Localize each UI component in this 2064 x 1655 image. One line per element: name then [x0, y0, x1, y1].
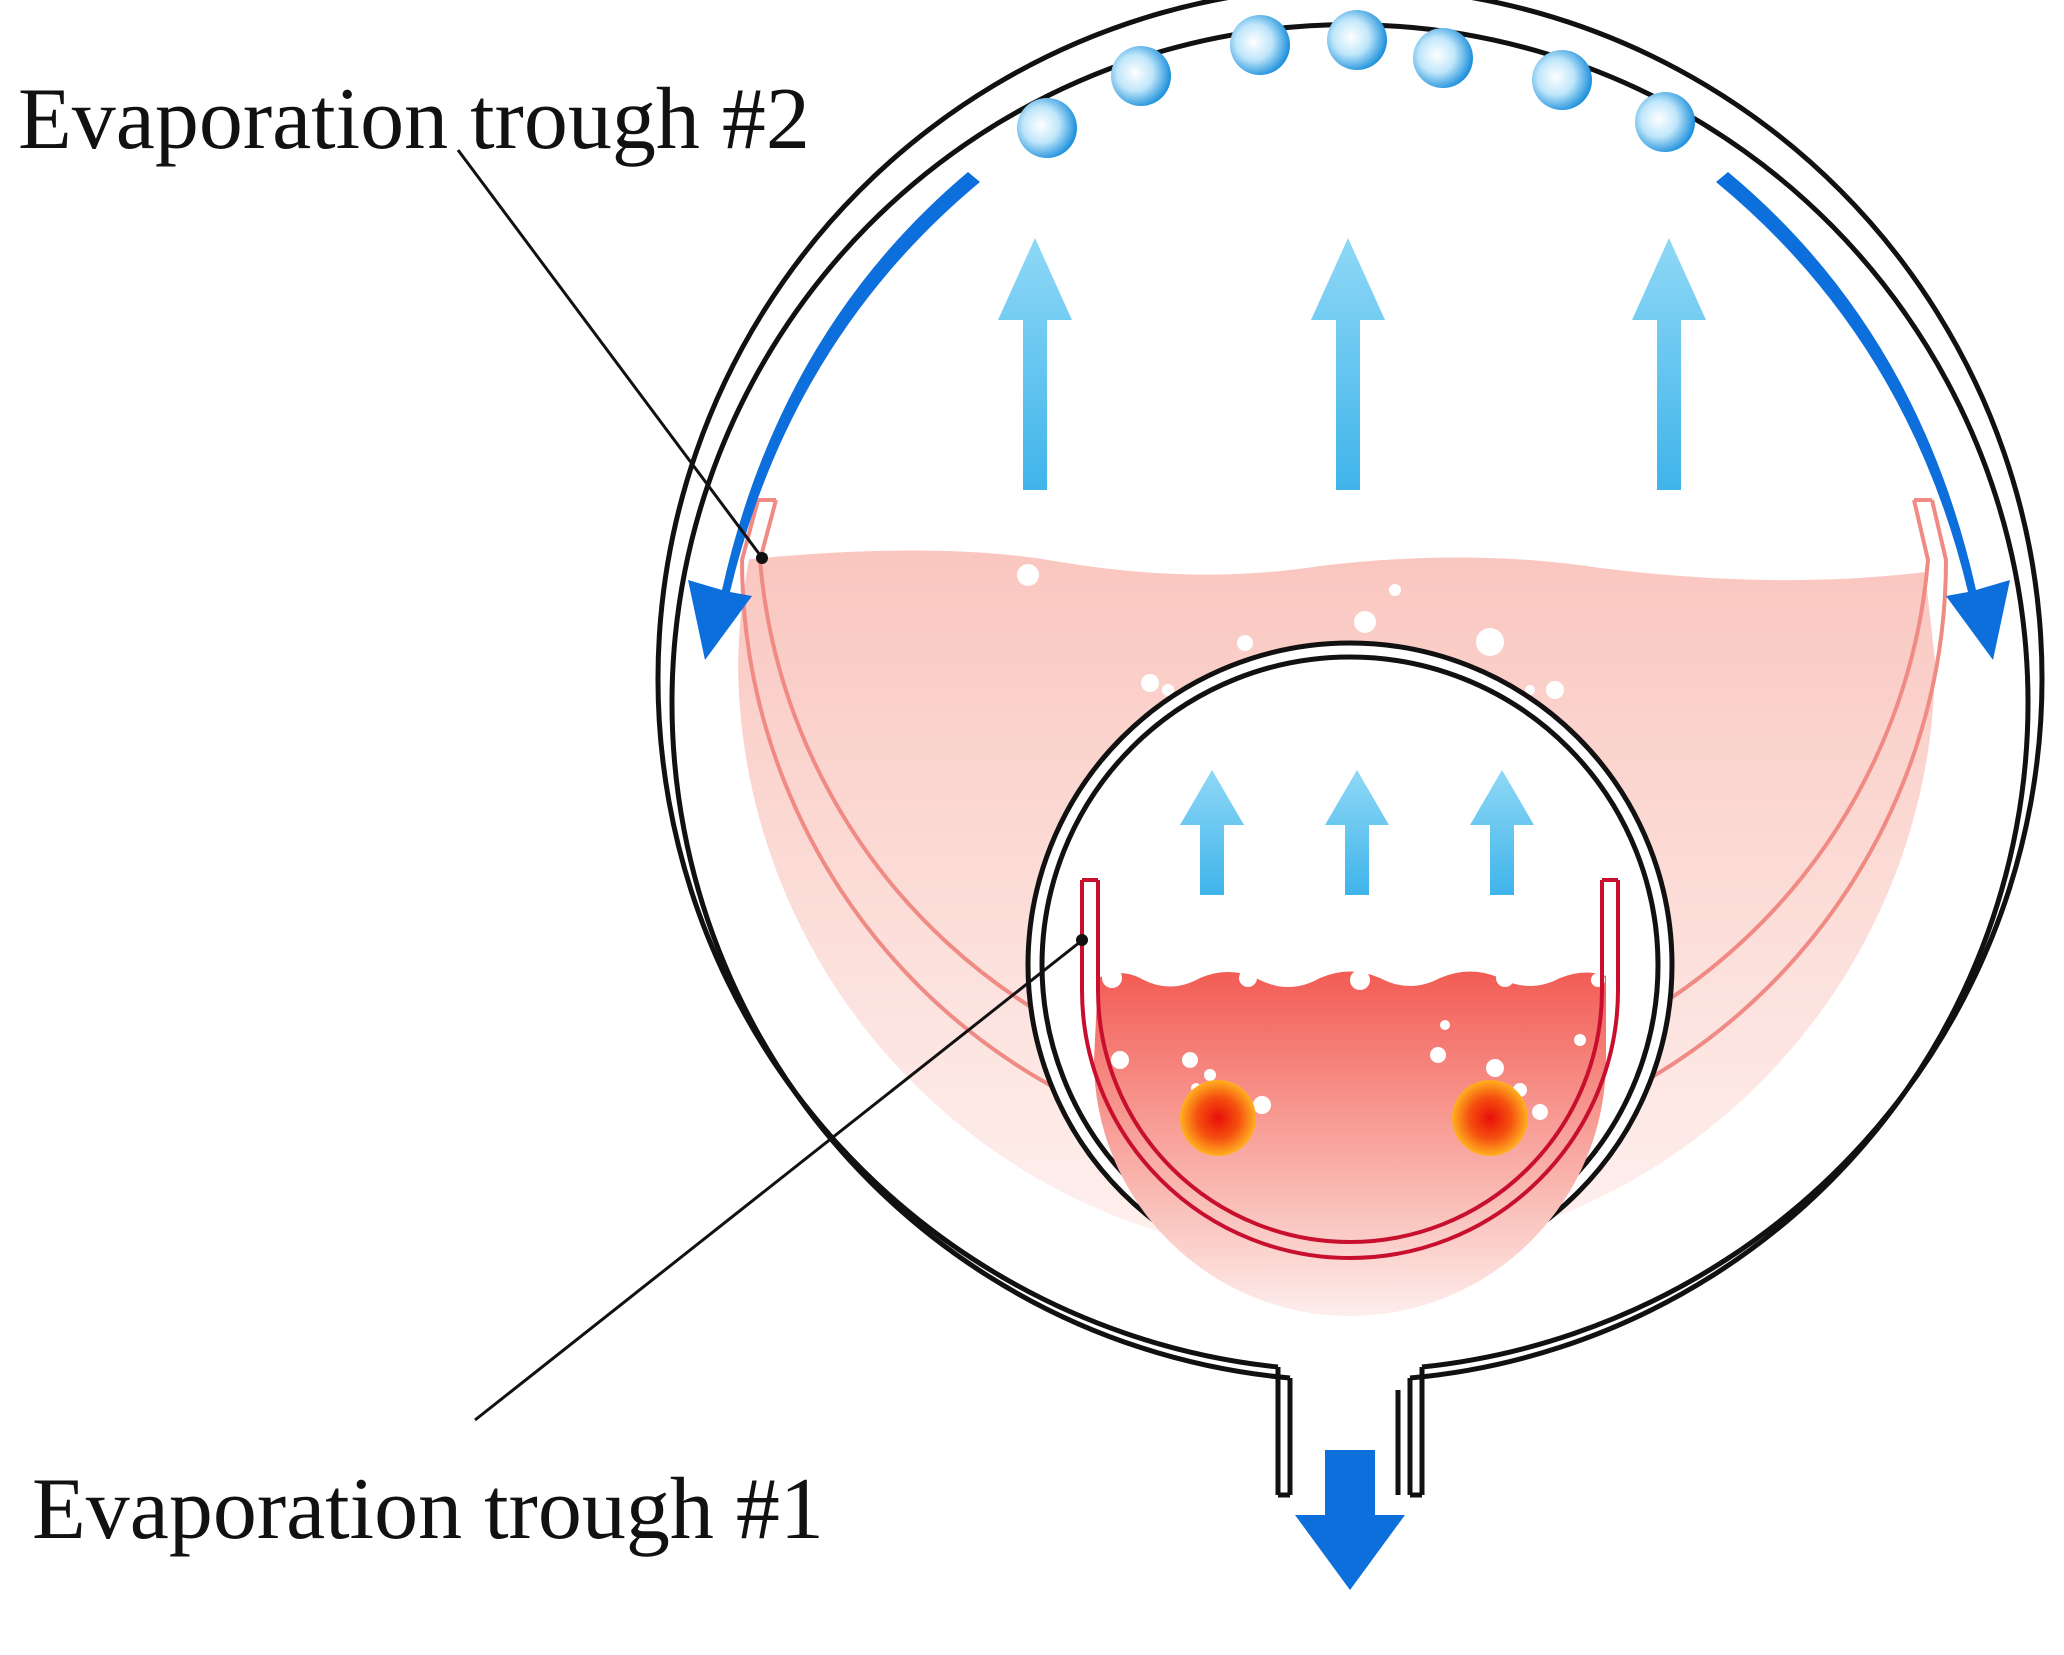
arrow-up-icon	[998, 238, 1072, 490]
droplet-icon	[1230, 15, 1290, 75]
arrow-up-icon	[1470, 770, 1534, 895]
trough-1-outer-wall	[1080, 880, 1620, 1260]
leader-line-trough-2	[456, 149, 762, 556]
droplet-icon	[1413, 28, 1473, 88]
leader-dot-trough-2	[756, 552, 768, 564]
leader-dot-trough-1	[1076, 934, 1088, 946]
droplet-icon	[1017, 98, 1077, 158]
arrow-up-icon	[1632, 238, 1706, 490]
outer-bubbles	[1017, 564, 1564, 699]
arrow-up-icon	[1325, 770, 1389, 895]
condensate-droplets	[1017, 10, 1695, 158]
label-evaporation-trough-1: Evaporation trough #1	[32, 1461, 824, 1558]
droplet-icon	[1111, 46, 1171, 106]
label-evaporation-trough-2: Evaporation trough #2	[18, 71, 810, 168]
arrow-down-icon	[1295, 1450, 1405, 1590]
vapor-arrows-outer	[998, 238, 1706, 490]
arrow-up-icon	[1180, 770, 1244, 895]
drain-pipe-left-wall	[1275, 1367, 1293, 1498]
heater-icon	[1452, 1080, 1528, 1156]
droplet-icon	[1532, 50, 1592, 110]
condensate-flow-arrows	[688, 172, 2010, 1590]
trough-1-inner-wall	[1096, 880, 1604, 1244]
inner-trough-liquid	[1094, 968, 1606, 1316]
leader-line-trough-1	[474, 940, 1081, 1422]
drain-pipe-right-wall	[1407, 1367, 1425, 1498]
arrow-down-icon	[1716, 172, 2010, 660]
leader-lines	[456, 149, 1088, 1422]
droplet-icon	[1635, 92, 1695, 152]
evaporation-trough-1	[1080, 878, 1620, 1260]
arrow-up-icon	[1311, 238, 1385, 490]
heater-icon	[1180, 1080, 1256, 1156]
arrow-down-icon	[688, 172, 980, 660]
vapor-arrows-inner	[1180, 770, 1534, 895]
droplet-icon	[1327, 10, 1387, 70]
